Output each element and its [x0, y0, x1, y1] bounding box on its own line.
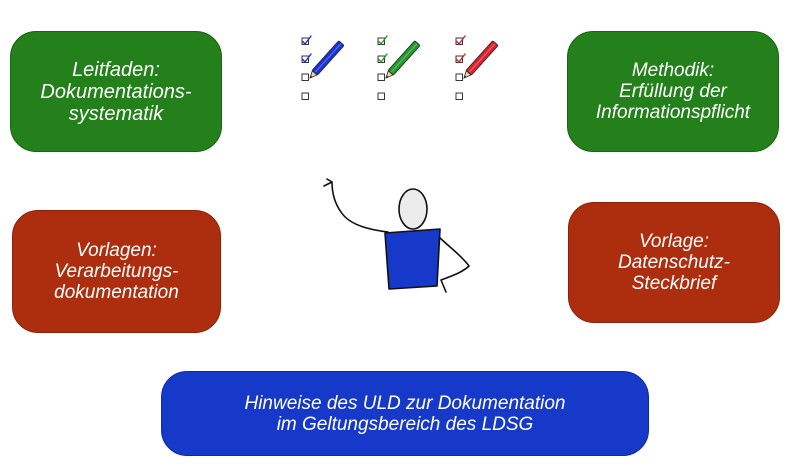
checkbox-icon — [455, 92, 463, 100]
red-pencil-icon — [463, 40, 498, 79]
box-leitfaden[interactable]: Leitfaden: Dokumentations- systematik — [10, 31, 222, 152]
box-vorlagen-line-1: Vorlagen: — [76, 240, 157, 261]
checkbox-icon — [301, 92, 309, 100]
blue-pencil-icon — [309, 40, 344, 79]
checkbox-icon — [455, 73, 463, 81]
figure-hip-arm-icon — [437, 235, 470, 293]
checkbox-icon — [377, 92, 385, 100]
box-methodik[interactable]: Methodik: Erfüllung der Informationspfli… — [567, 31, 779, 152]
box-methodik-line-3: Informationspflicht — [595, 102, 751, 123]
checkmark-icon — [301, 53, 312, 64]
checkmark-icon — [455, 53, 466, 64]
checklist-1 — [301, 35, 344, 100]
figure-shirt-icon — [384, 228, 441, 290]
person-pointing-icon — [323, 178, 470, 293]
box-vorlage[interactable]: Vorlage: Datenschutz- Steckbrief — [568, 202, 780, 323]
checklist-2 — [377, 35, 420, 100]
box-hinweise-line-2: im Geltungsbereich des LDSG — [276, 413, 534, 435]
box-vorlage-line-2: Datenschutz- — [618, 252, 730, 273]
box-vorlagen-line-3: dokumentation — [54, 282, 179, 303]
box-vorlagen-line-2: Verarbeitungs- — [54, 261, 179, 282]
box-hinweise[interactable]: Hinweise des ULD zur Dokumentation im Ge… — [161, 371, 649, 456]
checklist-3 — [455, 35, 498, 100]
figure-head-icon — [398, 188, 428, 230]
checkbox-icon — [301, 73, 309, 81]
checkmark-icon — [377, 35, 388, 46]
box-vorlage-line-1: Vorlage: — [638, 231, 710, 252]
figure-pointing-arm-icon — [323, 178, 389, 233]
green-pencil-icon — [385, 40, 420, 79]
checkmark-icon — [377, 53, 388, 64]
box-methodik-line-2: Erfüllung der — [619, 81, 727, 102]
checkmark-icon — [301, 35, 312, 46]
box-hinweise-line-1: Hinweise des ULD zur Dokumentation — [244, 392, 566, 414]
box-vorlage-line-3: Steckbrief — [631, 273, 717, 294]
checkbox-icon — [377, 73, 385, 81]
checklists — [301, 35, 498, 100]
checkmark-icon — [455, 35, 466, 46]
box-vorlagen[interactable]: Vorlagen: Verarbeitungs- dokumentation — [12, 210, 221, 333]
box-methodik-line-1: Methodik: — [631, 60, 715, 81]
box-leitfaden-line-3: systematik — [68, 102, 164, 125]
box-leitfaden-line-2: Dokumentations- — [40, 80, 192, 103]
box-leitfaden-line-1: Leitfaden: — [72, 58, 160, 81]
